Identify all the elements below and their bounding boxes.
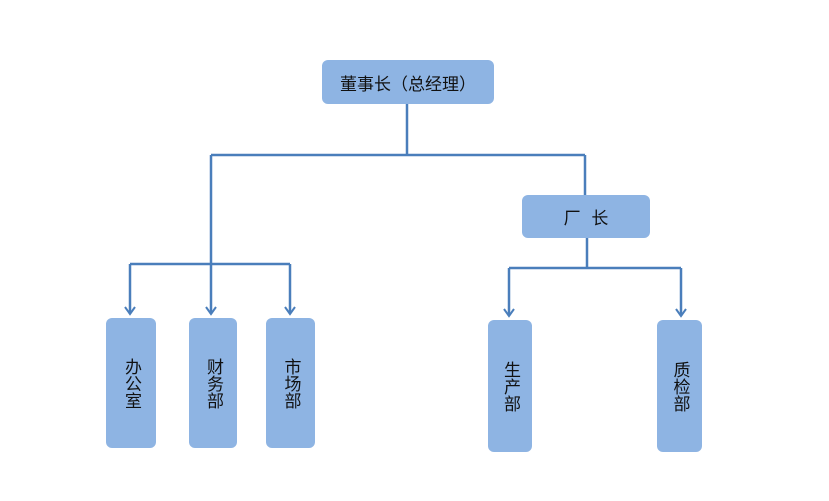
node-office: 办公室 bbox=[106, 318, 156, 448]
node-finance: 财务部 bbox=[189, 318, 237, 448]
node-quality-inspection: 质检部 bbox=[657, 320, 702, 452]
node-factory-director: 厂 长 bbox=[522, 195, 650, 238]
node-marketing: 市场部 bbox=[266, 318, 315, 448]
node-production: 生产部 bbox=[488, 320, 532, 452]
node-chairman: 董事长（总经理） bbox=[322, 60, 494, 104]
